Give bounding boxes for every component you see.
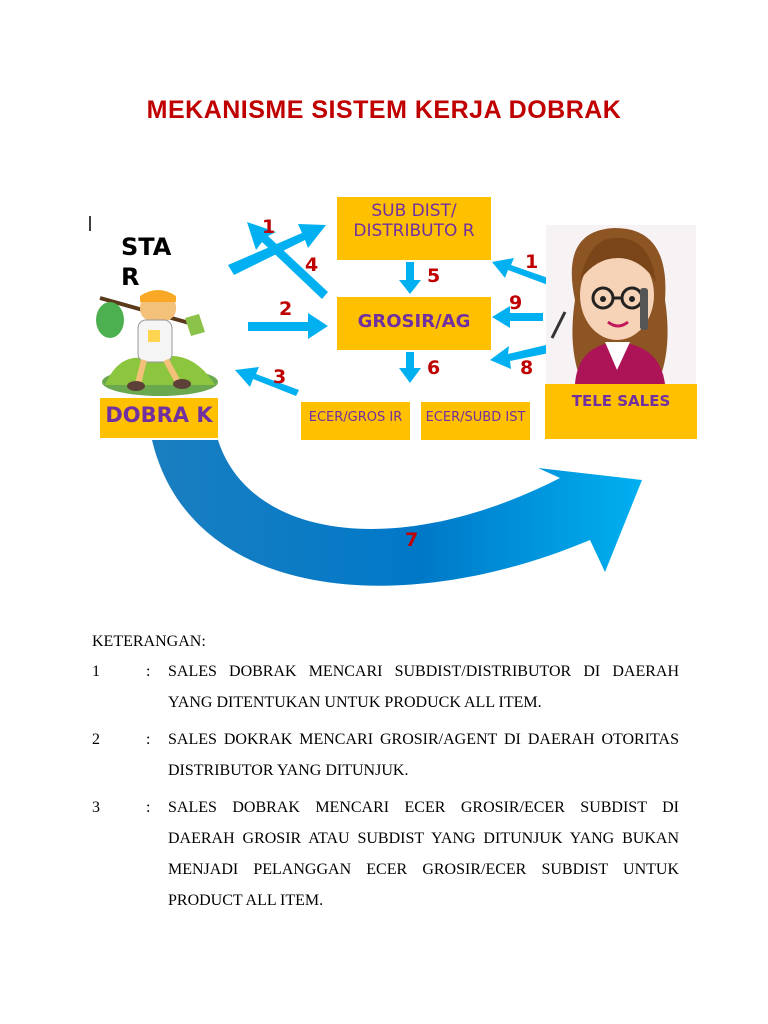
- box-subdist: SUB DIST/ DISTRIBUTO R: [337, 197, 491, 260]
- step-number-8: 8: [520, 357, 533, 379]
- step-number-9: 9: [509, 292, 522, 314]
- curved-arrow-7: [152, 440, 642, 586]
- note-text: SALES DOBRAK MENCARI ECER GROSIR/ECER SU…: [168, 792, 679, 916]
- note-item: 1 : SALES DOBRAK MENCARI SUBDIST/DISTRIB…: [92, 656, 679, 718]
- notes-section: KETERANGAN: 1 : SALES DOBRAK MENCARI SUB…: [92, 628, 679, 922]
- box-dobrak: DOBRA K: [100, 398, 218, 438]
- note-colon: :: [146, 724, 168, 755]
- notes-heading: KETERANGAN:: [92, 628, 679, 656]
- box-ecer-grosir: ECER/GROS IR: [301, 402, 410, 440]
- step-number-1-left: 1: [262, 216, 275, 238]
- box-grosir: GROSIR/AG ENT: [337, 297, 491, 350]
- note-text: SALES DOKRAK MENCARI GROSIR/AGENT DI DAE…: [168, 724, 679, 786]
- traveler-illustration: [96, 290, 218, 396]
- step-number-5: 5: [427, 265, 440, 287]
- start-label: STA R: [121, 232, 191, 290]
- box-ecer-subdist: ECER/SUBD IST: [421, 402, 530, 440]
- arrow-3: [235, 367, 299, 396]
- note-item: 2 : SALES DOKRAK MENCARI GROSIR/AGENT DI…: [92, 724, 679, 786]
- note-colon: :: [146, 656, 168, 687]
- tele-sales-illustration: [546, 225, 696, 385]
- note-number: 3: [92, 792, 146, 823]
- arrow-5: [399, 262, 421, 294]
- note-number: 1: [92, 656, 146, 687]
- step-number-7: 7: [405, 529, 418, 551]
- workflow-diagram: STA R SUB DIST/ DISTRIBUTO R GROSIR/AG E…: [0, 0, 768, 620]
- note-text: SALES DOBRAK MENCARI SUBDIST/DISTRIBUTOR…: [168, 656, 679, 718]
- box-tele-sales: TELE SALES: [545, 384, 697, 439]
- note-colon: :: [146, 792, 168, 823]
- step-number-3: 3: [273, 366, 286, 388]
- note-number: 2: [92, 724, 146, 755]
- step-number-4: 4: [305, 254, 318, 276]
- step-number-6: 6: [427, 357, 440, 379]
- arrow-6: [399, 352, 421, 383]
- arrow-1-right: [492, 258, 551, 285]
- step-number-2: 2: [279, 298, 292, 320]
- note-item: 3 : SALES DOBRAK MENCARI ECER GROSIR/ECE…: [92, 792, 679, 916]
- step-number-1-right: 1: [525, 251, 538, 273]
